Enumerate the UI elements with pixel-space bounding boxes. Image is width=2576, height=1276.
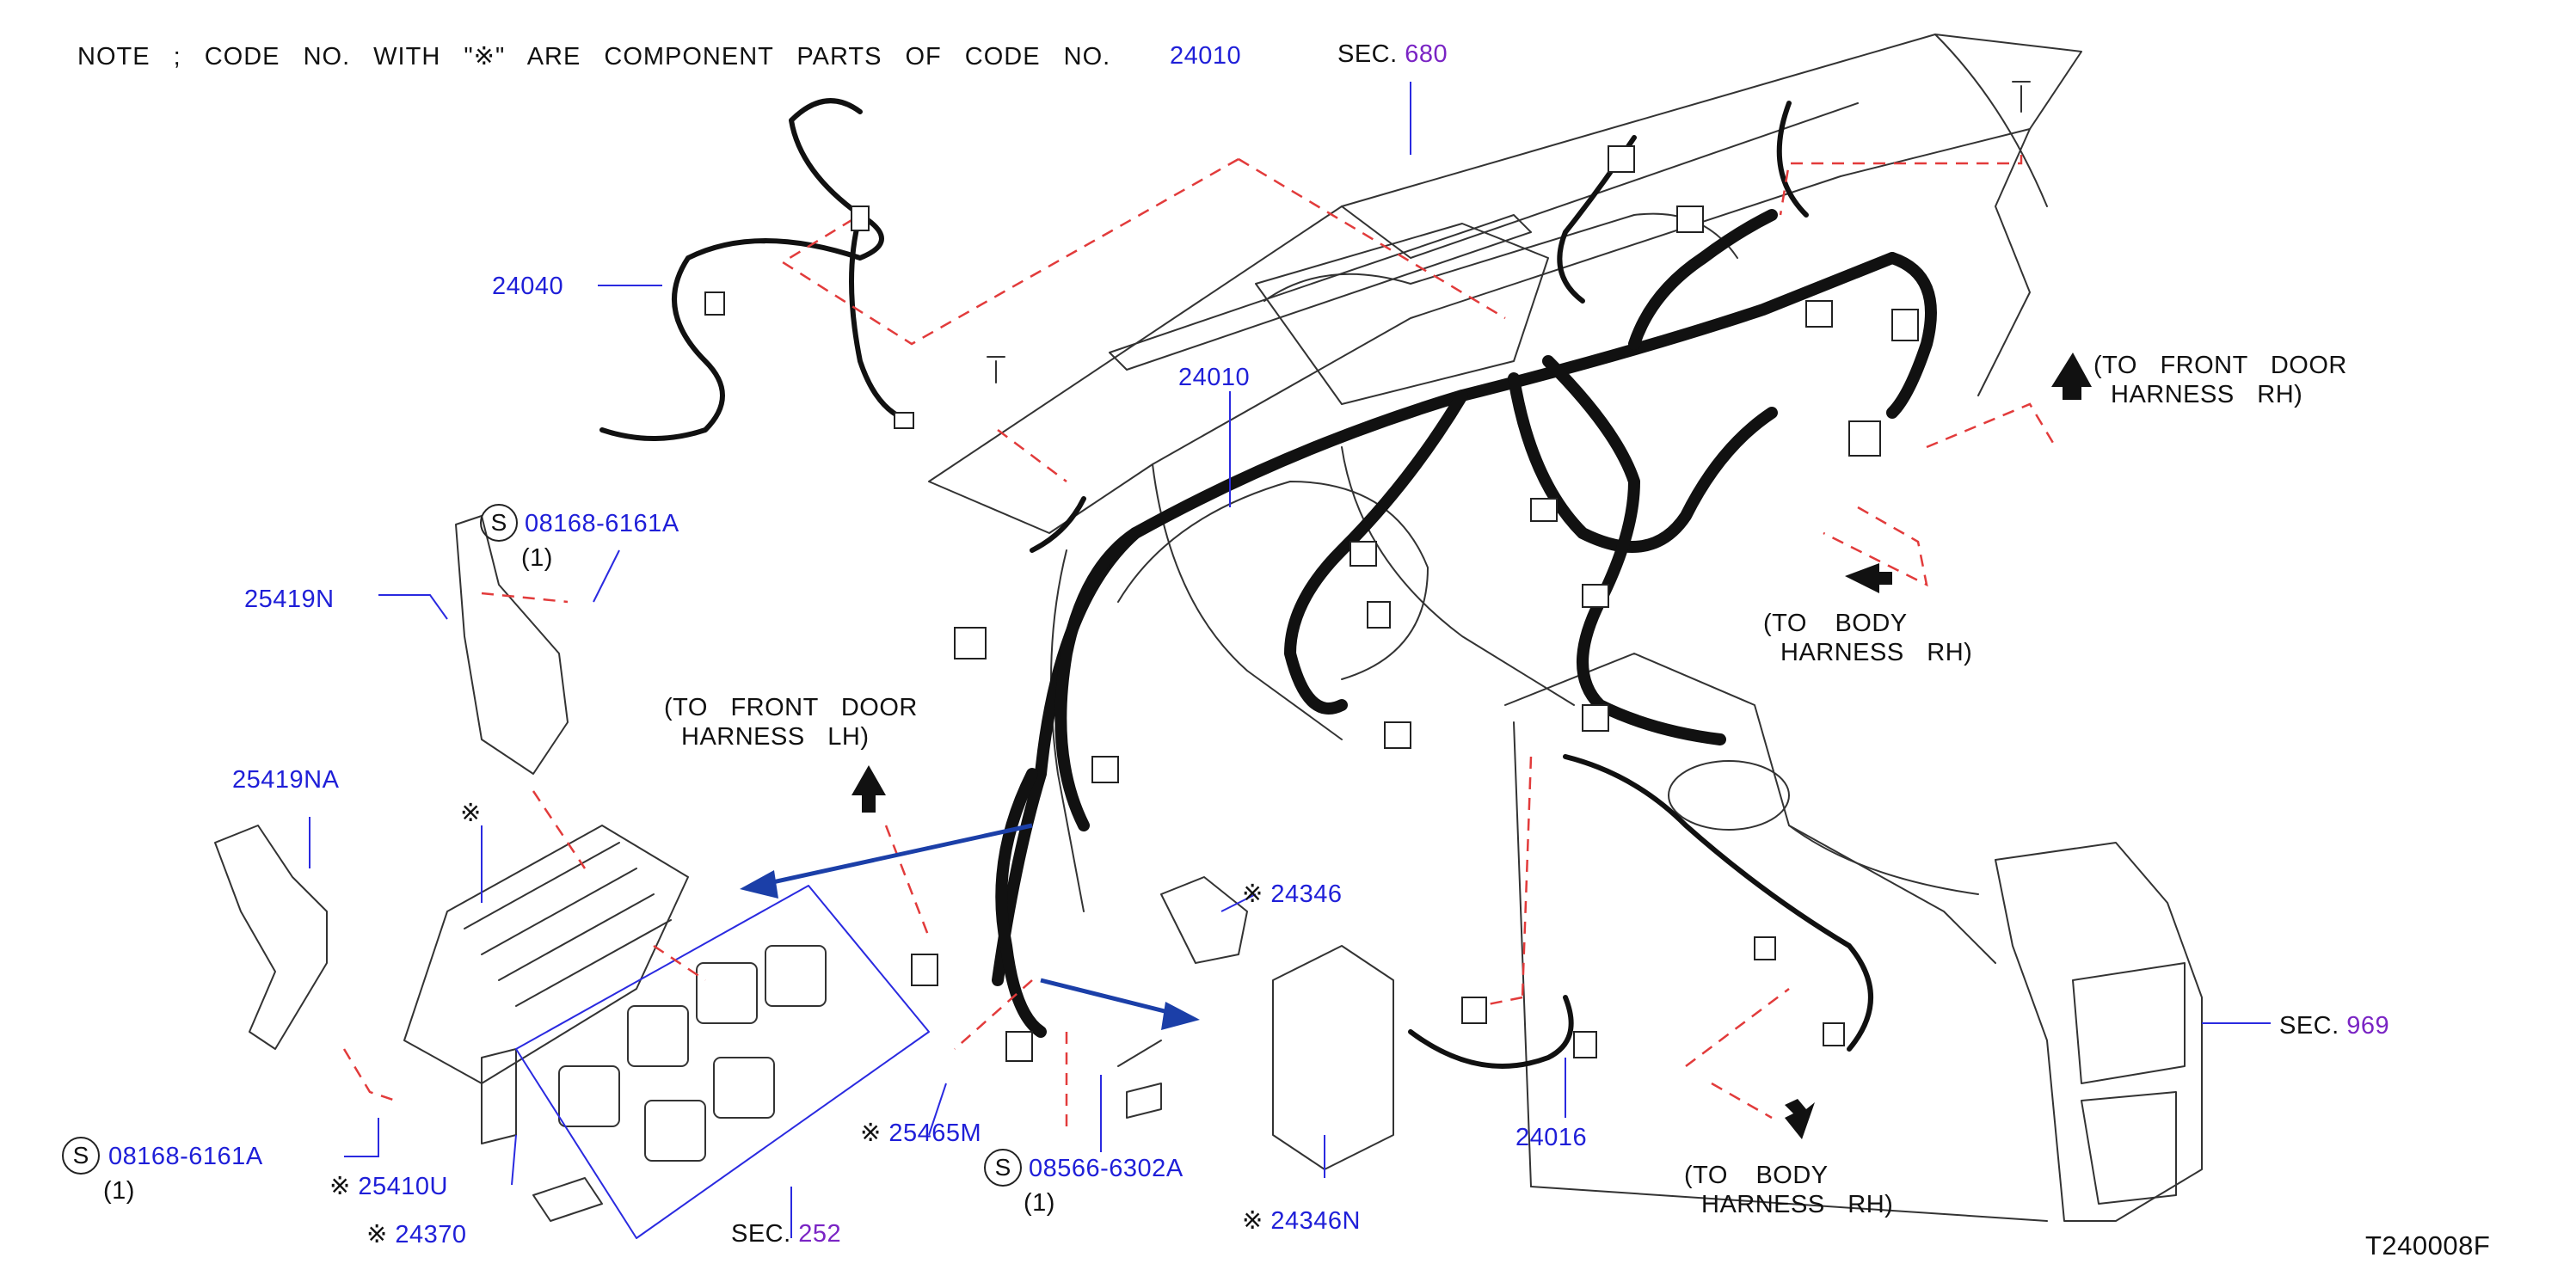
part-25410U: 25410U (358, 1173, 448, 1200)
part-24016[interactable]: 24016 (1515, 1124, 1588, 1151)
sec-prefix: SEC. (731, 1220, 791, 1248)
sec-number: 680 (1405, 40, 1448, 68)
note-mark: ※ (473, 41, 495, 71)
component-mark-icon: ※ (1242, 1205, 1263, 1235)
component-note: NOTE ; CODE NO. WITH "※" ARE COMPONENT P… (77, 41, 1110, 71)
part-08566-6302A[interactable]: 08566-6302A (1029, 1155, 1183, 1182)
note-suffix: " ARE COMPONENT PARTS OF CODE NO. (495, 43, 1111, 71)
qty-08168-bottom: (1) (103, 1177, 135, 1205)
component-mark-icon: ※ (366, 1219, 388, 1248)
destination-arrows (851, 353, 2092, 1139)
leader-lines (309, 82, 2271, 1238)
sec-969-ref[interactable]: SEC. 969 (2279, 1011, 2389, 1040)
screw-mark-icon: S (984, 1149, 1022, 1187)
connectors (704, 145, 1919, 1062)
dest-line: HARNESS RH) (2111, 381, 2303, 408)
part-08168-6161A-bottom[interactable]: 08168-6161A (108, 1143, 263, 1170)
dest-line: HARNESS RH) (1701, 1191, 1894, 1218)
qty-08168-top: (1) (521, 544, 553, 572)
dest-line: (TO BODY (1684, 1162, 1829, 1189)
screw-mark-icon: S (62, 1137, 100, 1175)
sec-252-ref[interactable]: SEC. 252 (731, 1219, 841, 1248)
callout-arrows (740, 823, 1200, 1030)
dest-line: (TO FRONT DOOR (664, 694, 918, 721)
sec-prefix: SEC. (2279, 1012, 2339, 1040)
sec-number: 969 (2346, 1012, 2390, 1040)
part-24370-ref[interactable]: ※ 24370 (366, 1219, 467, 1249)
part-24346N: 24346N (1270, 1207, 1361, 1235)
sec-number: 252 (798, 1220, 842, 1248)
center-console-outline (1504, 653, 2203, 1222)
note-code-24010[interactable]: 24010 (1170, 42, 1242, 70)
component-mark-icon: ※ (460, 798, 482, 827)
junction-module-outline (1126, 876, 1394, 1170)
part-25419N[interactable]: 25419N (244, 586, 335, 613)
sec-680-ref[interactable]: SEC. 680 (1337, 40, 1448, 69)
part-25465M-ref[interactable]: ※ 25465M (860, 1118, 981, 1148)
dest-line: HARNESS LH) (681, 723, 870, 751)
dest-body-rh-bottom: (TO BODY HARNESS RH) (1684, 1161, 1893, 1219)
component-mark-icon: ※ (1242, 879, 1263, 908)
qty-08566: (1) (1024, 1189, 1055, 1217)
dest-line: (TO BODY (1763, 610, 1908, 637)
part-24010[interactable]: 24010 (1178, 364, 1251, 391)
part-24370: 24370 (395, 1221, 467, 1248)
branch-harness (599, 98, 1873, 1069)
part-25465M: 25465M (888, 1120, 982, 1147)
part-08168-6161A-top[interactable]: 08168-6161A (525, 510, 679, 537)
screw-mark-icon: S (480, 504, 518, 542)
dashed-connections (342, 155, 2057, 1126)
drawing-id: T240008F (2365, 1230, 2491, 1261)
bolt-parts (987, 81, 2031, 1067)
relay-group (515, 885, 930, 1239)
dest-front-door-lh: (TO FRONT DOOR HARNESS LH) (664, 693, 918, 751)
part-25410U-ref[interactable]: ※ 25410U (329, 1171, 448, 1201)
fuse-block-outline (214, 515, 689, 1222)
dest-line: (TO FRONT DOOR (2093, 352, 2347, 379)
part-24346N-ref[interactable]: ※ 24346N (1242, 1205, 1361, 1236)
dest-body-rh-top: (TO BODY HARNESS RH) (1763, 609, 1972, 667)
main-harness (992, 209, 1937, 1038)
part-24346-ref[interactable]: ※ 24346 (1242, 879, 1343, 909)
part-24040[interactable]: 24040 (492, 273, 564, 300)
dest-front-door-rh: (TO FRONT DOOR HARNESS RH) (2093, 351, 2347, 409)
note-prefix: NOTE ; CODE NO. WITH " (77, 43, 474, 71)
part-24346: 24346 (1270, 880, 1343, 908)
component-mark-icon: ※ (860, 1118, 882, 1147)
component-mark-icon: ※ (329, 1171, 351, 1200)
part-25419NA[interactable]: 25419NA (232, 766, 340, 794)
dashboard-outline (928, 34, 2082, 912)
dest-line: HARNESS RH) (1780, 639, 1973, 666)
sec-prefix: SEC. (1337, 40, 1398, 68)
